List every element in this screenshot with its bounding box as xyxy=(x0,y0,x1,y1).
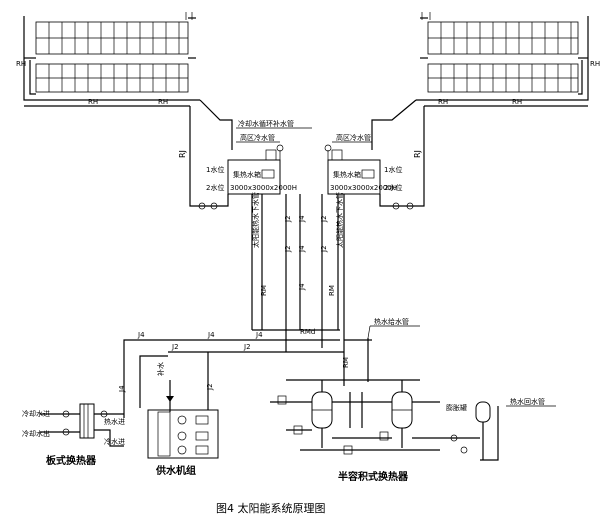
label-cold-in-1: 冷却水进 xyxy=(22,409,50,418)
left-storage-tank-label: 集热水箱 xyxy=(233,170,261,179)
label-solar-supply-pipe-left: 太阳能热水下水管 xyxy=(251,192,260,248)
label-hot-in: 热水进 xyxy=(104,417,125,426)
pipe-label-j2-v: J2 xyxy=(206,383,214,391)
pipe-label-j2-1: J2 xyxy=(284,215,292,223)
left-collector-row-upper xyxy=(35,21,189,55)
pipe-label-rmd: RMd xyxy=(300,328,315,336)
pipe-label-rh-right-1: RH xyxy=(438,98,448,106)
pipe-label-rh-right-vertical: RH xyxy=(590,60,600,68)
label-hot-water-supply-pipe: 热水给水管 xyxy=(374,317,409,326)
pipe-label-j2-h2: J2 xyxy=(243,343,251,351)
label-high-zone-cold-water-left: 高区冷水管 xyxy=(240,133,275,142)
label-expansion-tank: 膨胀罐 xyxy=(446,403,467,412)
left-storage-tank: 集热水箱 3000x3000x2000H xyxy=(227,144,297,195)
diagram-caption: 图4 太阳能系统原理图 xyxy=(216,501,326,515)
left-collector-row-lower xyxy=(35,63,189,93)
pipe-label-rj-right: RJ xyxy=(413,150,422,158)
label-solar-supply-pipe-right: 太阳能热水下水管 xyxy=(335,192,344,248)
pipe-label-j4-1: J4 xyxy=(298,215,306,223)
label-level-2-right: 2水位 xyxy=(384,183,402,192)
label-level-1-right: 1水位 xyxy=(384,165,402,174)
pipe-label-j4-3: J4 xyxy=(298,283,306,291)
unit-label-semi-volumetric-exchanger: 半容积式换热器 xyxy=(338,470,409,483)
label-cold-water-supply-top: 冷却水循环补水管 xyxy=(238,119,294,128)
pipe-label-rh-left-vertical: RH xyxy=(16,60,26,68)
pipe-label-j4-h3: J4 xyxy=(255,331,263,339)
pipe-label-rh-left-1: RH xyxy=(88,98,98,106)
left-tank-dims: 3000x3000x2000H xyxy=(230,184,297,192)
right-collector-row-upper xyxy=(427,21,579,55)
right-storage-tank: 集热水箱 3000x3000x2000H xyxy=(324,144,397,195)
right-collector-row-lower xyxy=(427,63,579,93)
expansion-tank xyxy=(475,401,491,460)
plate-heat-exchanger xyxy=(40,403,124,447)
semi-volumetric-exchanger-right xyxy=(391,380,413,448)
pipe-label-j2-2: J2 xyxy=(284,245,292,253)
water-supply-unit xyxy=(147,380,219,459)
pipe-label-j4-v: J4 xyxy=(118,385,126,393)
pipe-label-rm-v: RM xyxy=(342,357,350,368)
label-makeup-water: 补水 xyxy=(156,362,165,376)
label-level-2-left: 2水位 xyxy=(206,183,224,192)
unit-label-water-supply-unit: 供水机组 xyxy=(155,464,196,477)
left-solar-collector-array xyxy=(23,12,200,107)
unit-label-plate-exchanger: 板式换热器 xyxy=(46,454,97,467)
pipe-label-j2-4: J2 xyxy=(320,245,328,253)
label-cold-out: 冷水进 xyxy=(104,437,125,446)
right-solar-collector-array xyxy=(416,12,589,107)
pipe-label-rm-left-1: RM xyxy=(260,285,268,296)
right-storage-tank-label: 集热水箱 xyxy=(333,170,361,179)
pipe-label-rj-left: RJ xyxy=(178,150,187,158)
right-tank-dims: 3000x3000x2000H xyxy=(330,184,397,192)
pipe-label-j2-h1: J2 xyxy=(171,343,179,351)
pipe-label-rh-right-2: RH xyxy=(512,98,522,106)
pipe-label-j4-h2: J4 xyxy=(207,331,215,339)
semi-volumetric-exchanger-left xyxy=(311,380,333,448)
pipe-label-j4-2: J4 xyxy=(298,245,306,253)
pipe-label-rm-right-1: RM xyxy=(328,285,336,296)
label-hot-water-return-pipe: 热水回水管 xyxy=(510,397,545,406)
pipe-label-j4-h1: J4 xyxy=(137,331,145,339)
label-cold-in-2: 冷却水出 xyxy=(22,429,50,438)
pipe-label-rh-left-2: RH xyxy=(158,98,168,106)
pipe-label-j2-3: J2 xyxy=(320,215,328,223)
label-high-zone-cold-water-right: 高区冷水管 xyxy=(336,133,371,142)
label-level-1-left: 1水位 xyxy=(206,165,224,174)
